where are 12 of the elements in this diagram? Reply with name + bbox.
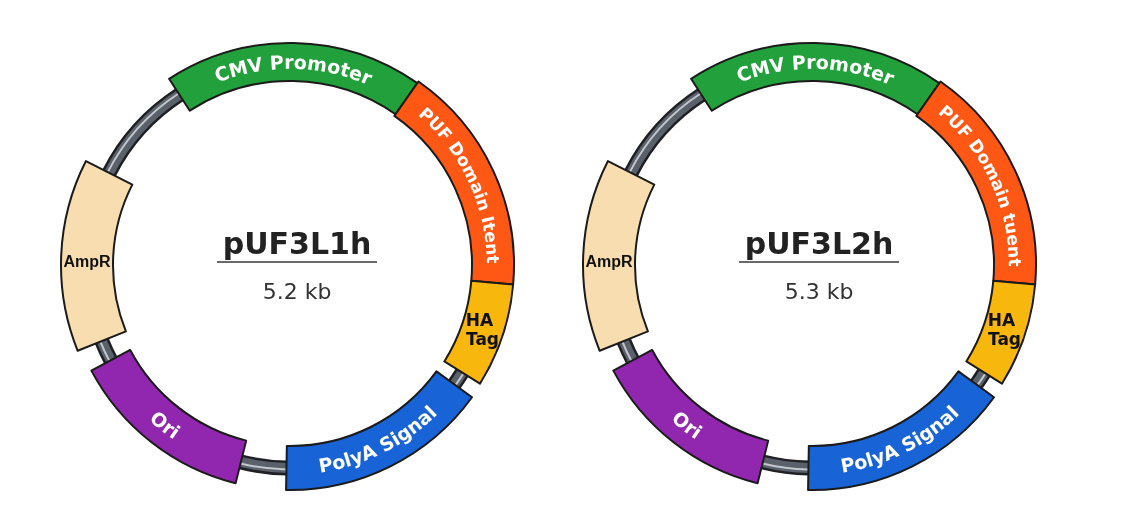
plasmid-name: pUF3L1h xyxy=(222,225,372,261)
plasmid-size: 5.2 kb xyxy=(262,278,332,304)
feature-label: CMV Promoter xyxy=(211,50,376,89)
plasmid-name: pUF3L2h xyxy=(744,225,894,261)
feature-label: AmpR xyxy=(63,253,111,271)
feature-label: AmpR xyxy=(585,253,633,271)
plasmid-size: 5.3 kb xyxy=(784,278,854,304)
feature-label: CMV Promoter xyxy=(733,50,898,89)
feature-label: HA Tag xyxy=(465,310,500,349)
feature-label: Ori xyxy=(145,406,184,444)
feature-label: Ori xyxy=(667,406,706,444)
feature-label: HA Tag xyxy=(987,310,1022,349)
